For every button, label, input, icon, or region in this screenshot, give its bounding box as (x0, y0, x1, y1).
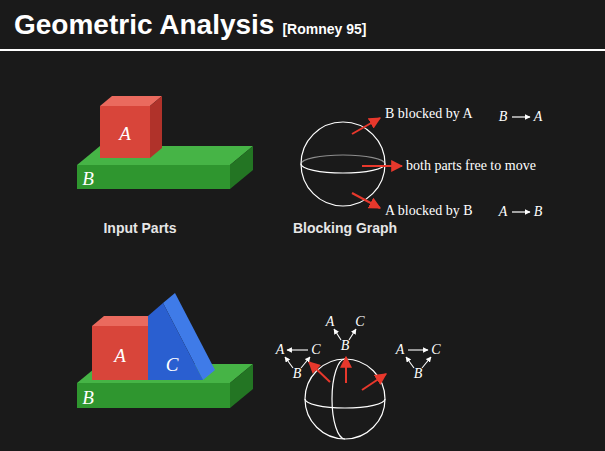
direction-note: B blocked by A (385, 107, 473, 121)
figure-caption: Blocking Graph (293, 221, 397, 235)
graph-node: A (534, 110, 543, 124)
part-label: A (114, 346, 126, 365)
direction-note: both parts free to move (406, 159, 536, 173)
part-label: A (119, 124, 131, 143)
graph-node: C (311, 343, 320, 357)
graph-node: A (326, 315, 335, 329)
slide-title: Geometric Analysis (14, 10, 274, 41)
graph-node: B (341, 339, 350, 353)
input-parts-figure (77, 96, 253, 189)
part-label: B (82, 388, 94, 407)
graph-node: B (293, 367, 302, 381)
direction-arrows (352, 118, 402, 208)
citation: [Romney 95] (282, 22, 366, 36)
graph-node: A (276, 343, 285, 357)
title-rule (0, 49, 605, 51)
direction-arrows (309, 357, 386, 390)
graph-node: B (414, 367, 423, 381)
three-part-figure (77, 293, 253, 408)
graph-node: C (355, 315, 364, 329)
graph-node: B (499, 110, 508, 124)
part-label: B (82, 169, 94, 188)
graph-node: B (534, 205, 543, 219)
direction-note: A blocked by B (385, 204, 473, 218)
graph-node: A (499, 205, 508, 219)
graph-arrows (285, 329, 431, 368)
part-label: C (166, 355, 179, 374)
direction-sphere (301, 122, 385, 206)
figure-caption: Input Parts (103, 221, 176, 235)
graph-node: C (431, 343, 440, 357)
graph-node: A (396, 343, 405, 357)
